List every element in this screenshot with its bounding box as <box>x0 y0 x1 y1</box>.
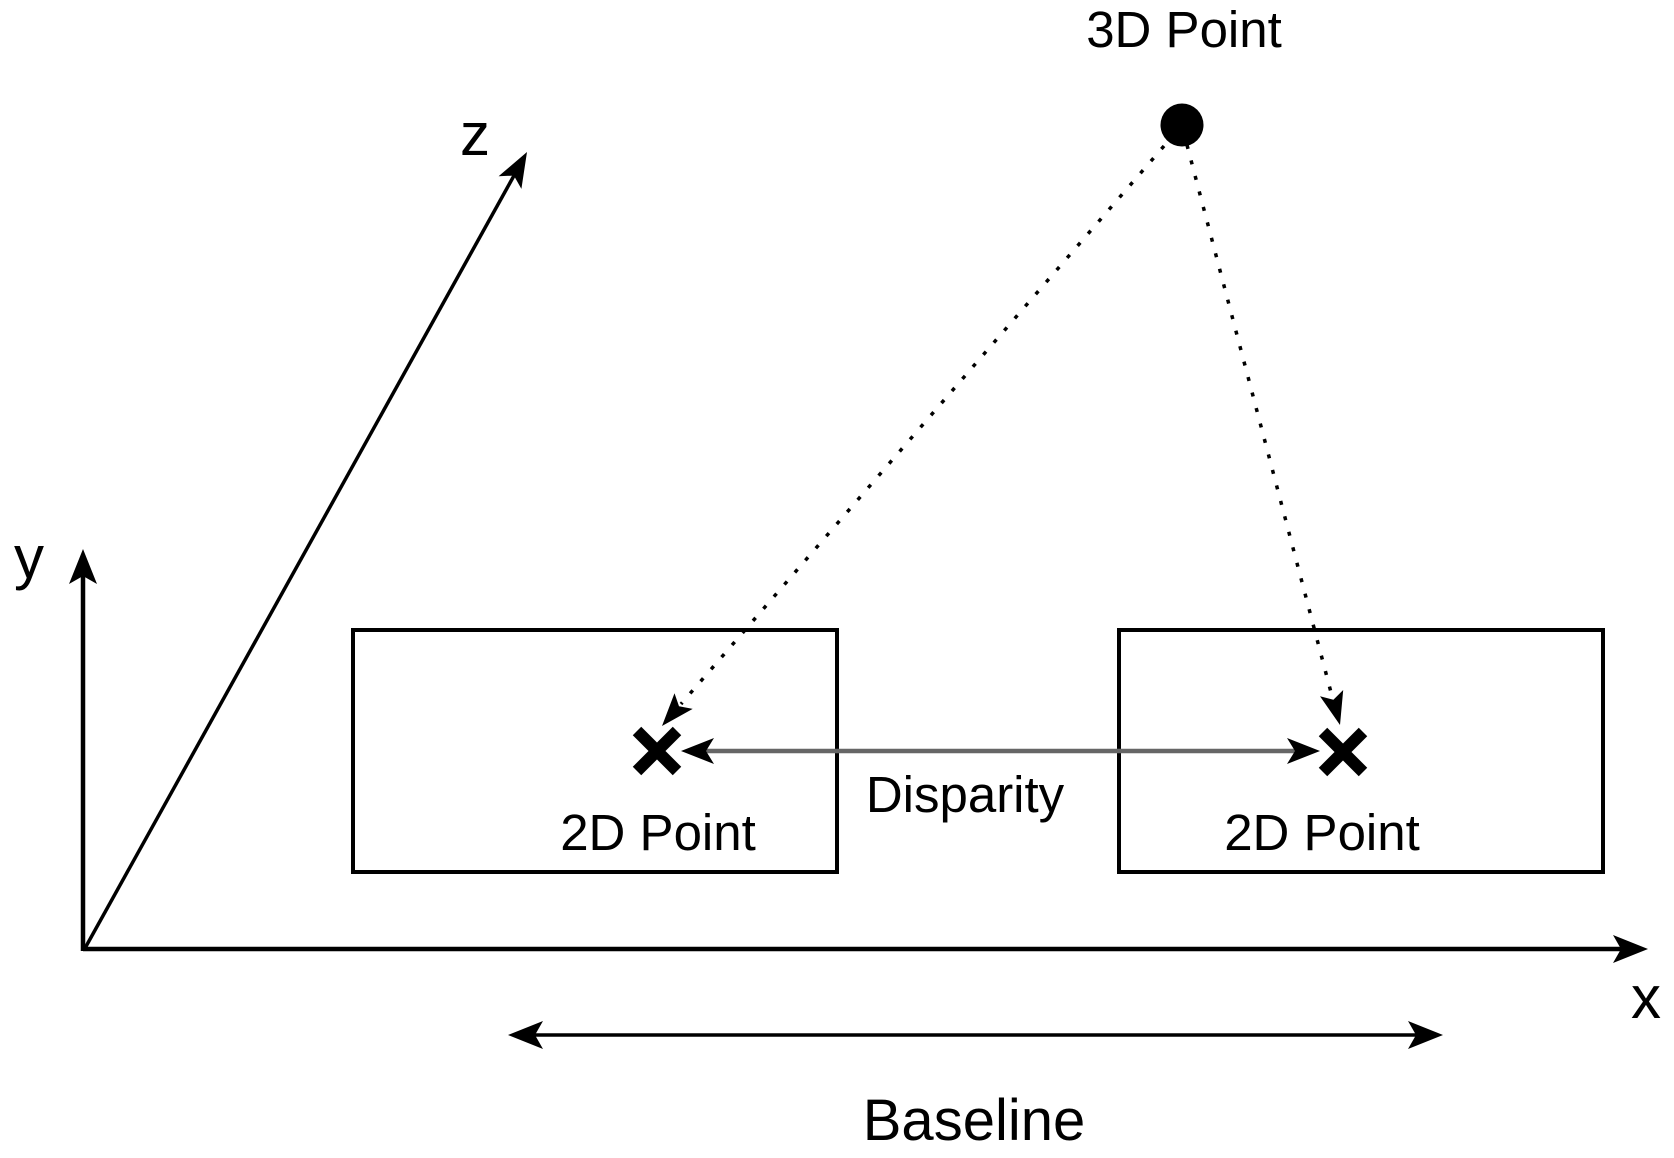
left-2d-point-marker <box>632 726 682 776</box>
z-axis-label: z <box>460 101 490 168</box>
baseline-arrowhead-right-icon <box>1408 1021 1443 1049</box>
disparity-arrow <box>681 738 1320 764</box>
y-axis-label: y <box>14 524 44 591</box>
projection-ray-left-arrowhead-icon <box>662 693 693 726</box>
3d-point-label: 3D Point <box>1086 1 1282 58</box>
disparity-label: Disparity <box>866 766 1065 823</box>
x-axis-label: x <box>1631 964 1661 1031</box>
baseline-arrow <box>508 1021 1443 1049</box>
projection-ray-left-line <box>679 144 1166 706</box>
baseline-arrowhead-left-icon <box>508 1021 543 1049</box>
y-axis-arrowhead-icon <box>69 549 97 584</box>
z-axis-line <box>82 171 518 951</box>
projection-ray-left <box>662 144 1166 726</box>
baseline-label: Baseline <box>863 1088 1085 1153</box>
projection-ray-right <box>1185 144 1344 725</box>
left-2d-point-label: 2D Point <box>560 804 756 861</box>
projection-ray-right-line <box>1185 144 1335 701</box>
disparity-arrowhead-left-icon <box>681 738 714 764</box>
3d-point-marker <box>1160 103 1204 147</box>
right-2d-point-label: 2D Point <box>1224 804 1420 861</box>
x-axis-arrowhead-icon <box>1613 935 1648 963</box>
projection-ray-right-arrowhead-icon <box>1320 690 1344 725</box>
disparity-arrowhead-right-icon <box>1287 738 1320 764</box>
coordinate-axes: x y z <box>14 101 1661 1031</box>
right-2d-point-marker <box>1318 727 1368 777</box>
z-axis-arrowhead-icon <box>498 152 527 189</box>
